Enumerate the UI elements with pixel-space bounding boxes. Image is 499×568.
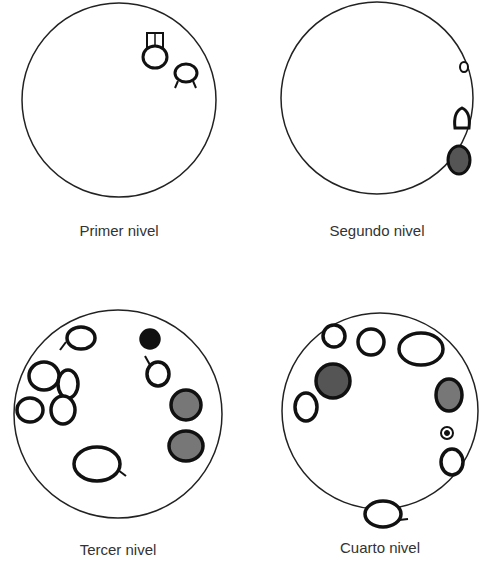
field-circle (281, 2, 473, 194)
cell (141, 330, 159, 348)
cell (147, 362, 169, 386)
cell-foot (175, 81, 196, 88)
cell-tail (399, 519, 408, 520)
cells-level-2 (448, 62, 470, 174)
cell (455, 108, 470, 128)
cell (67, 327, 95, 349)
cell (448, 146, 470, 174)
cells-level-4 (295, 325, 463, 527)
cell (316, 364, 350, 398)
caption-holder: Cuarto nivel (338, 539, 422, 557)
cell-tail (118, 470, 126, 476)
cell (58, 370, 78, 398)
cell-tail (145, 356, 150, 365)
cell (295, 393, 317, 421)
cell (399, 333, 443, 365)
cell (436, 379, 462, 411)
field-circle (14, 310, 222, 518)
cell (441, 427, 453, 439)
cell (169, 431, 203, 461)
caption-holder: Tercer nivel (78, 541, 159, 559)
cell-tail (60, 342, 66, 350)
field-circle (282, 313, 478, 509)
caption-holder: Segundo nivel (327, 222, 426, 240)
cell (74, 447, 120, 481)
cells-level-3 (17, 327, 203, 481)
cell (175, 64, 197, 82)
cell (358, 329, 384, 355)
cells-level-1 (143, 33, 197, 88)
cell (143, 46, 167, 68)
cell (171, 390, 201, 420)
field-circles (14, 2, 478, 518)
cell (323, 325, 345, 347)
cell (365, 501, 401, 527)
cell (441, 449, 463, 475)
level-caption: Primer nivel (77, 222, 160, 239)
cell (29, 362, 59, 390)
caption-holder: Primer nivel (77, 222, 160, 240)
cell-nucleus (445, 431, 450, 436)
cell (460, 62, 468, 72)
cell (51, 396, 75, 424)
level-caption: Tercer nivel (78, 541, 159, 558)
level-caption: Cuarto nivel (338, 539, 422, 556)
cell (17, 398, 43, 422)
field-circle (22, 3, 216, 197)
level-caption: Segundo nivel (327, 222, 426, 239)
